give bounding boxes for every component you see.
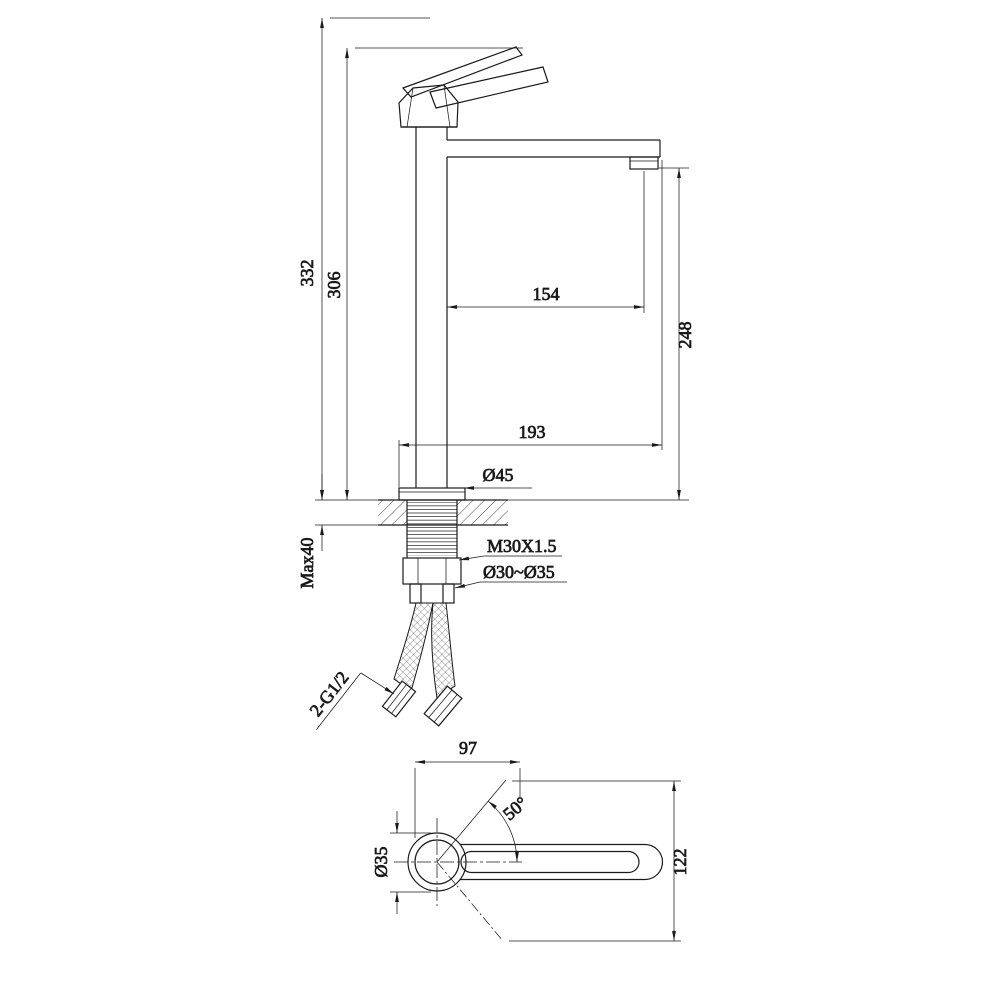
lever-grip (429, 66, 549, 109)
countertop (378, 499, 508, 526)
facet-line (406, 87, 414, 128)
dim-deck-thickness-max40: Max40 (297, 474, 378, 589)
plan-body (407, 832, 664, 892)
leader-line (458, 555, 485, 561)
handle-lever (401, 46, 549, 109)
hose-nut-flat (428, 689, 453, 718)
body-circle-inner (414, 839, 460, 885)
swivel-line-up (436, 779, 507, 863)
dim-handle-projection-label: 97 (459, 738, 477, 758)
dim-body-diameter-35: Ø35 (371, 811, 431, 914)
hose-braid-rear (431, 602, 456, 699)
hose-nut-2 (423, 685, 463, 727)
dim-handle-projection-97: 97 (414, 738, 521, 838)
thread-texture (407, 502, 457, 556)
dim-overall-projection-193: 193 (398, 160, 663, 487)
dim-spout-reach-154: 154 (447, 171, 645, 313)
handle-inner-contour (460, 850, 640, 874)
dim-deck-thickness-label: Max40 (297, 538, 317, 589)
plan-centerlines (394, 818, 522, 906)
counter-hatch-left (378, 500, 407, 525)
hose-nut-flat (386, 684, 407, 710)
dim-overall-projection-label: 193 (519, 422, 546, 442)
dim-overall-length-label: 122 (670, 849, 690, 876)
note-hole-diameter: Ø30~Ø35 (454, 562, 567, 589)
facet-line (443, 84, 451, 128)
bracket-leg (442, 583, 455, 604)
base-flange (398, 487, 466, 501)
dim-height-to-spout-306: 306 (324, 47, 523, 500)
dim-spout-outlet-height-label: 248 (675, 322, 695, 349)
note-mounting-thread-label: M30X1.5 (487, 536, 557, 556)
dim-spout-reach-label: 154 (533, 284, 560, 304)
note-mounting-thread: M30X1.5 (458, 536, 562, 561)
leader-underline (316, 672, 362, 730)
dim-height-to-spout-label: 306 (324, 272, 344, 299)
note-supply-connections-label: 2-G1/2 (306, 668, 353, 721)
dim-overall-height-332: 332 (297, 17, 430, 501)
supply-hoses (381, 602, 463, 727)
swivel-construction: 50° (436, 779, 532, 942)
leader-line (360, 672, 395, 695)
dim-base-diameter-label: Ø45 (483, 465, 514, 485)
bracket-leg (409, 583, 422, 604)
flange (398, 487, 466, 501)
hose-nut-flat (391, 688, 412, 714)
hose-nut-body (423, 685, 463, 727)
swivel-line-down (436, 861, 504, 942)
dim-swivel-angle-label: 50° (499, 793, 531, 825)
angle-arc (487, 800, 519, 863)
hose-braid-front (393, 602, 434, 692)
aerator (629, 156, 659, 170)
locknut (402, 557, 462, 585)
dim-overall-height-label: 332 (297, 260, 317, 287)
mounting-hardware (402, 500, 462, 604)
counter-hatch-right (457, 500, 508, 525)
dim-spout-outlet-height-248: 248 (508, 167, 695, 501)
note-hole-diameter-label: Ø30~Ø35 (483, 562, 555, 582)
top-view: 50° 97 Ø35 122 (371, 738, 690, 942)
dim-base-diameter-45: Ø45 (464, 465, 532, 490)
handle-outline (460, 843, 664, 881)
dim-body-diameter-label: Ø35 (371, 847, 391, 878)
body-and-spout (401, 126, 661, 488)
body-circle-outer (407, 832, 467, 892)
leader-line (454, 581, 481, 589)
dim-overall-length-122: 122 (509, 780, 690, 942)
hose-nut-flat (433, 694, 458, 723)
lever-blade (401, 46, 523, 98)
front-view: 332 306 154 248 193 Ø45 (297, 17, 695, 730)
handle-base (398, 84, 459, 128)
note-supply-connections: 2-G1/2 (305, 667, 395, 730)
